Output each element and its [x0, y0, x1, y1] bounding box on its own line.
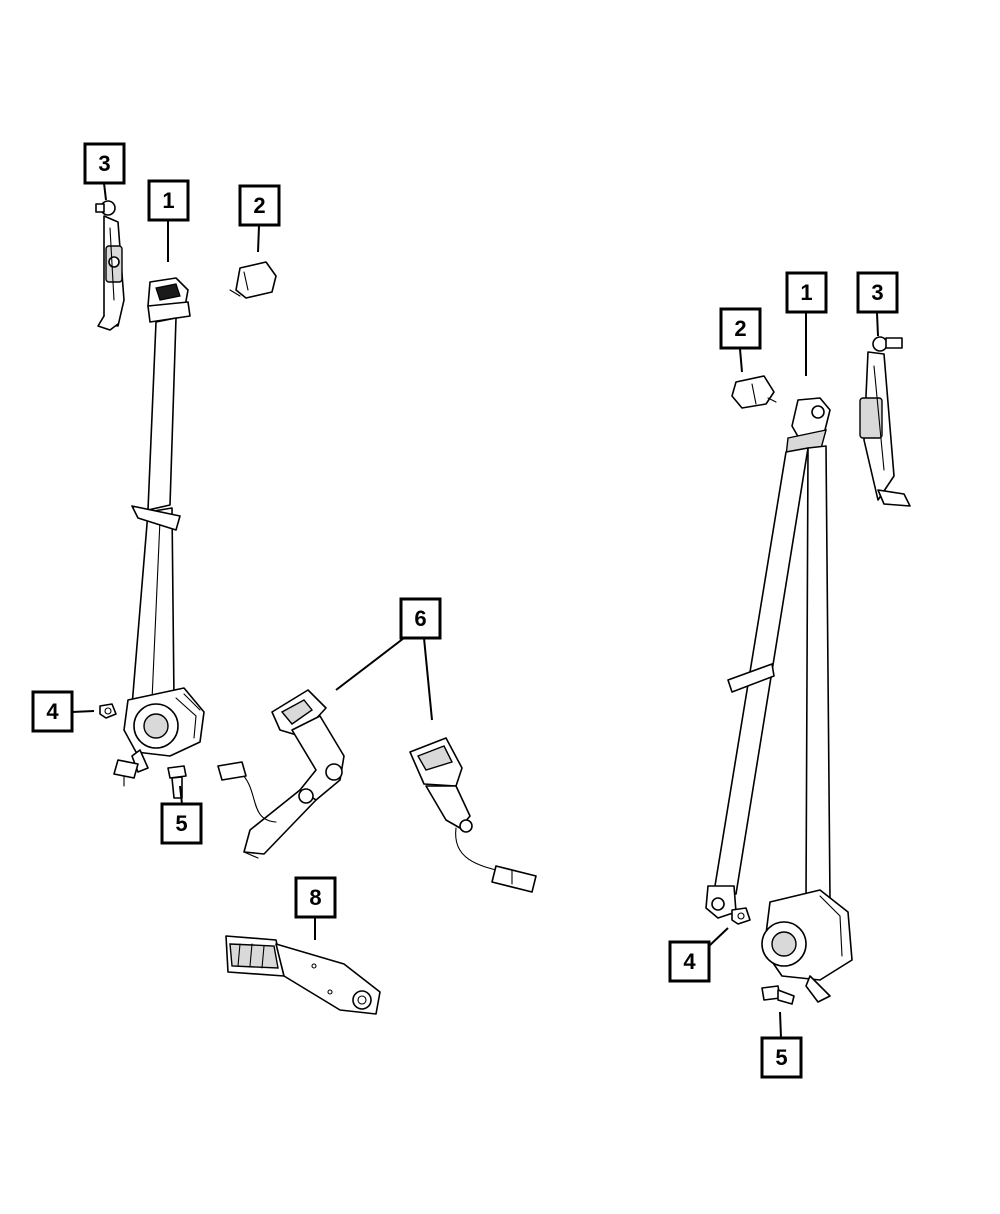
- buckle-with-harness-b: [409, 737, 537, 893]
- left-height-adjuster: [95, 200, 125, 331]
- callout-right-2: 2: [719, 307, 762, 350]
- callout-right-3-label: 3: [871, 280, 883, 305]
- leader-right-3: [876, 312, 879, 337]
- callout-right-4-label: 4: [683, 949, 696, 974]
- callout-right-3: 3: [856, 271, 899, 314]
- right-nut: [731, 907, 751, 925]
- callout-right-5-label: 5: [775, 1045, 787, 1070]
- callout-center-6: 6: [399, 597, 442, 640]
- callout-left-3: 3: [83, 142, 126, 185]
- leader-left-4: [71, 710, 95, 713]
- buckle-with-harness-a: [217, 689, 345, 859]
- leader-right-2: [739, 348, 743, 373]
- callout-right-2-label: 2: [734, 316, 746, 341]
- callout-left-4-label: 4: [46, 699, 59, 724]
- callout-right-1: 1: [785, 271, 828, 314]
- right-seat-belt-assembly: [705, 397, 853, 1003]
- callout-right-5: 5: [760, 1036, 803, 1079]
- callout-right-1-label: 1: [800, 280, 812, 305]
- right-bolt: [761, 985, 795, 1005]
- center-buckle: [225, 935, 381, 1015]
- left-seat-belt-assembly: [113, 277, 205, 787]
- leader-6b: [423, 637, 433, 721]
- leader-left-5: [179, 785, 183, 805]
- callout-right-4: 4: [668, 940, 711, 983]
- callout-left-5-label: 5: [175, 811, 187, 836]
- callout-center-6-label: 6: [414, 606, 426, 631]
- leader-6a: [335, 637, 405, 691]
- leader-right-4: [708, 927, 729, 947]
- callout-left-5: 5: [160, 802, 203, 845]
- right-height-adjuster: [859, 336, 911, 507]
- callout-center-8-label: 8: [309, 885, 321, 910]
- callout-left-1: 1: [147, 179, 190, 222]
- callout-center-8: 8: [294, 876, 337, 919]
- leader-right-5: [779, 1011, 782, 1039]
- left-bolt: [167, 765, 187, 799]
- right-trim-cap: [731, 375, 777, 409]
- callout-left-3-label: 3: [98, 151, 110, 176]
- left-nut: [99, 703, 117, 719]
- leader-left-2: [257, 225, 260, 253]
- callout-left-2-label: 2: [253, 193, 265, 218]
- callout-left-2: 2: [238, 184, 281, 227]
- leader-left-3: [103, 182, 107, 201]
- callout-left-4: 4: [31, 690, 74, 733]
- left-trim-cap: [229, 261, 277, 299]
- callout-left-1-label: 1: [162, 188, 174, 213]
